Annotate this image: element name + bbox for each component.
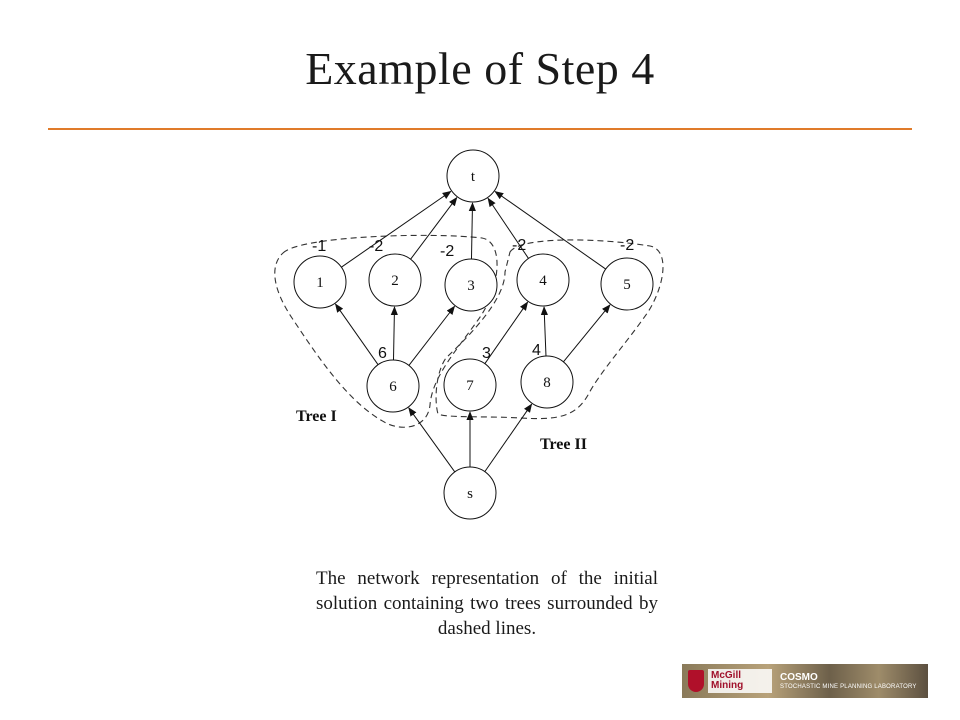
edge-weight-8-4: 4 — [532, 342, 541, 359]
node-label-3: 3 — [467, 278, 475, 294]
edge-6-2 — [390, 306, 398, 361]
node-label-1: 1 — [316, 275, 324, 291]
node-label-t: t — [471, 169, 476, 185]
logo-mcgill-text: McGill Mining — [708, 669, 772, 693]
node-t — [446, 149, 500, 203]
edge-1-t — [341, 190, 452, 268]
edge-weight-6-2: 6 — [378, 345, 387, 362]
edge-weight-4-t: -2 — [512, 237, 526, 254]
group-outline-tree2 — [435, 239, 664, 420]
edge-3-t — [468, 202, 476, 260]
edge-8-4 — [540, 306, 548, 357]
edge-5-t — [494, 190, 607, 270]
title-divider — [48, 128, 912, 130]
edge-weight-2-t: -2 — [369, 238, 383, 255]
node-label-4: 4 — [539, 273, 547, 289]
figure-caption: The network representation of the initia… — [316, 568, 658, 639]
group-label-tree1: Tree I — [296, 408, 337, 425]
node-label-7: 7 — [466, 378, 474, 394]
node-label-s: s — [467, 486, 473, 502]
node-4 — [516, 253, 570, 307]
node-label-5: 5 — [623, 277, 631, 293]
node-7 — [443, 358, 497, 412]
node-3 — [444, 258, 498, 312]
logo-cosmo-text: COSMO — [780, 671, 818, 683]
edge-4-t — [487, 197, 529, 259]
group-outline-tree1 — [274, 234, 498, 428]
node-label-2: 2 — [391, 273, 399, 289]
edge-weight-5-t: -2 — [620, 237, 634, 254]
edge-6-3 — [408, 305, 456, 366]
mcgill-shield-icon — [688, 670, 704, 692]
edge-weight-1-t: -1 — [312, 238, 326, 255]
edge-7-4 — [484, 301, 529, 364]
node-1 — [293, 255, 347, 309]
edge-s-6 — [408, 407, 456, 473]
edge-weight-3-t: -2 — [440, 243, 454, 260]
node-2 — [368, 253, 422, 307]
logo-cosmo-block: COSMO STOCHASTIC MINE PLANNING LABORATOR… — [780, 672, 917, 691]
edge-6-1 — [334, 303, 379, 366]
edge-2-t — [410, 196, 458, 260]
edge-weight-7-4: 3 — [482, 345, 491, 362]
node-label-6: 6 — [389, 379, 397, 395]
slide-title: Example of Step 4 — [305, 43, 655, 94]
edge-s-8 — [484, 403, 533, 472]
node-s — [443, 466, 497, 520]
node-8 — [520, 355, 574, 409]
node-6 — [366, 359, 420, 413]
logo-cosmo-subtext: STOCHASTIC MINE PLANNING LABORATORY — [780, 683, 917, 690]
mcgill-cosmo-logo: McGill Mining COSMO STOCHASTIC MINE PLAN… — [682, 664, 928, 698]
node-5 — [600, 257, 654, 311]
group-label-tree2: Tree II — [540, 436, 587, 453]
node-label-8: 8 — [543, 375, 551, 391]
edge-8-5 — [563, 304, 611, 363]
